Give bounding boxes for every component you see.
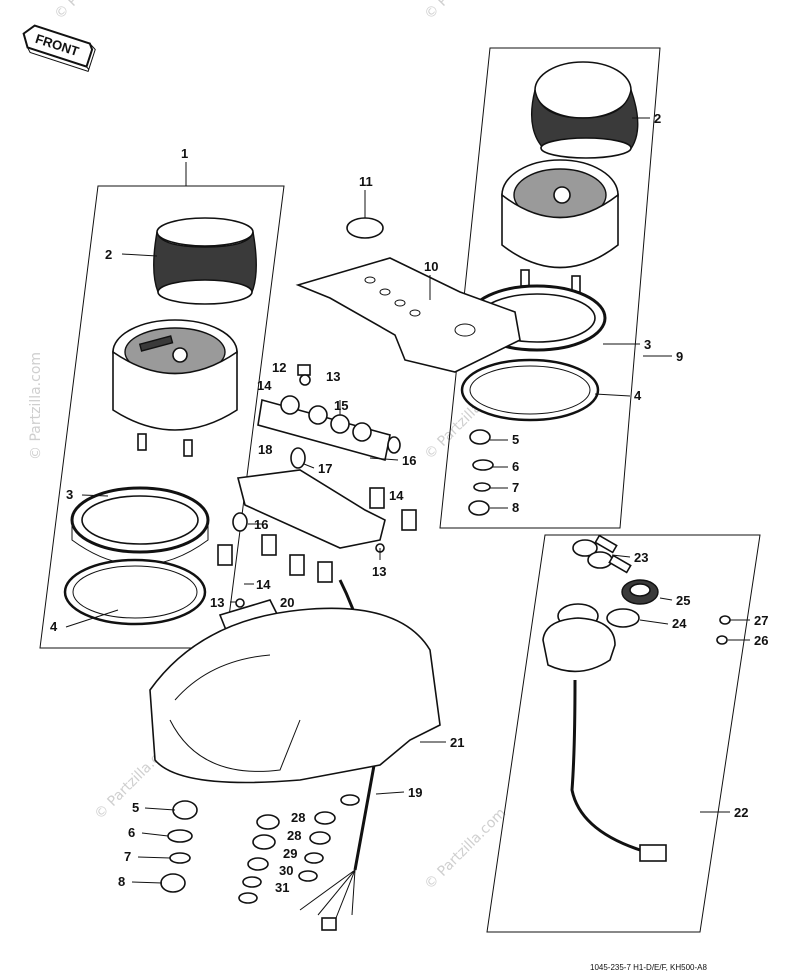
callout-16: 16 xyxy=(254,517,268,532)
switch-assembly-outline xyxy=(486,534,761,933)
ring-4-left xyxy=(63,558,207,626)
hardware-stack-right xyxy=(468,429,494,516)
meter-cover-left xyxy=(153,217,257,305)
callout-7: 7 xyxy=(512,480,519,495)
callout-labels: 1 2 2 3 3 4 4 5 5 6 6 7 7 8 8 9 10 11 12… xyxy=(50,111,768,895)
callout-20: 20 xyxy=(280,595,294,610)
watermark: © Partzilla.com xyxy=(52,0,140,23)
callout-24: 24 xyxy=(672,616,687,631)
meter-cover-right xyxy=(530,61,639,159)
callout-15: 15 xyxy=(334,398,348,413)
watermark: © Partzilla.com xyxy=(422,805,510,893)
callout-26: 26 xyxy=(754,633,768,648)
callout-5: 5 xyxy=(512,432,519,447)
diagram-footer: 1045-235-7 H1-D/E/F, KH500-A8 xyxy=(590,963,708,972)
indicator-housing xyxy=(236,469,386,549)
callout-22: 22 xyxy=(734,805,748,820)
callout-12: 12 xyxy=(272,360,286,375)
callout-8: 8 xyxy=(118,874,125,889)
callout-6: 6 xyxy=(512,459,519,474)
callout-17: 17 xyxy=(318,461,332,476)
callout-9: 9 xyxy=(676,349,683,364)
callout-30: 30 xyxy=(279,863,293,878)
meter-body-right xyxy=(501,159,619,293)
callout-5: 5 xyxy=(132,800,139,815)
cap-11 xyxy=(346,217,384,239)
callout-31: 31 xyxy=(275,880,289,895)
meter-bracket xyxy=(295,257,521,373)
callout-19: 19 xyxy=(408,785,422,800)
bulb-16 xyxy=(232,512,248,532)
screw-27 xyxy=(719,615,731,625)
hardware-stack-left xyxy=(160,800,198,893)
front-arrow: FRONT xyxy=(22,24,96,72)
callout-28: 28 xyxy=(287,828,301,843)
watermark: © Partzilla.com xyxy=(28,352,44,460)
callout-10: 10 xyxy=(424,259,438,274)
callout-25: 25 xyxy=(676,593,690,608)
callout-28: 28 xyxy=(291,810,305,825)
harness-wires xyxy=(299,869,356,931)
callout-21: 21 xyxy=(450,735,464,750)
meter-housing xyxy=(149,607,441,784)
ring-3-left xyxy=(70,486,210,566)
callout-6: 6 xyxy=(128,825,135,840)
switch-connector xyxy=(639,844,667,862)
callout-2: 2 xyxy=(105,247,112,262)
callout-14: 14 xyxy=(389,488,404,503)
grommet-stack xyxy=(238,794,360,904)
switch-nut xyxy=(621,579,659,605)
callout-13: 13 xyxy=(210,595,224,610)
socket-small xyxy=(297,364,311,386)
callout-27: 27 xyxy=(754,613,768,628)
callout-1: 1 xyxy=(181,146,188,161)
callout-7: 7 xyxy=(124,849,131,864)
key-set xyxy=(572,534,632,574)
callout-14: 14 xyxy=(257,378,272,393)
callout-14: 14 xyxy=(256,577,271,592)
callout-8: 8 xyxy=(512,500,519,515)
callout-3: 3 xyxy=(644,337,651,352)
bracket-holes xyxy=(364,276,476,337)
switch-washer xyxy=(606,608,640,628)
callout-13: 13 xyxy=(326,369,340,384)
bulb-17 xyxy=(290,447,306,469)
callout-4: 4 xyxy=(50,619,58,634)
callout-11: 11 xyxy=(359,174,373,189)
meter-body-left xyxy=(112,319,238,457)
callout-13: 13 xyxy=(372,564,386,579)
callout-4: 4 xyxy=(634,388,642,403)
washer-26 xyxy=(716,635,728,645)
callout-2: 2 xyxy=(654,111,661,126)
leader-lines xyxy=(65,117,750,884)
callout-16: 16 xyxy=(402,453,416,468)
callout-18: 18 xyxy=(258,442,272,457)
ring-4-right xyxy=(460,358,600,422)
socket-row xyxy=(217,487,417,608)
watermark: © Partzilla.com xyxy=(422,0,510,23)
ignition-switch xyxy=(542,603,616,673)
callout-3: 3 xyxy=(66,487,73,502)
callout-29: 29 xyxy=(283,846,297,861)
callout-23: 23 xyxy=(634,550,648,565)
switch-cable xyxy=(570,679,641,852)
indicator-plate xyxy=(257,395,401,461)
